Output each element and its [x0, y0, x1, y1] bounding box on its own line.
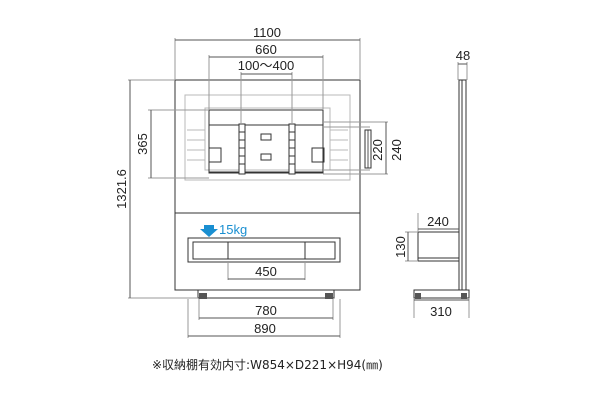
base-foot-right	[325, 293, 333, 299]
dim-base-outer: 890	[254, 321, 276, 336]
dim-shelf-depth: 240	[427, 214, 449, 229]
dim-shelf-height: 130	[393, 236, 408, 258]
storage-inner-dimensions-note: ※収納棚有効内寸:W854×D221×H94(㎜)	[152, 358, 383, 372]
mount-left-tab	[208, 147, 222, 163]
stand-base	[197, 289, 335, 299]
shelf-inner	[192, 241, 336, 260]
dim-base-depth: 310	[430, 304, 452, 319]
base-foot-left	[199, 293, 207, 299]
side-shelf	[417, 231, 460, 262]
arrow-down-icon	[200, 225, 218, 237]
dim-height-total: 1321.6	[114, 169, 129, 209]
tv-outline-outer	[184, 94, 351, 181]
mount-plate-inner	[208, 109, 324, 173]
dim-base-inner: 780	[255, 303, 277, 318]
dim-vesa-h2: 240	[389, 139, 404, 161]
dim-mount-height: 365	[135, 133, 150, 155]
dim-vesa-h1: 220	[370, 139, 385, 161]
tv-guide-lines	[187, 129, 348, 161]
storage-shelf	[187, 237, 341, 263]
side-base	[413, 289, 470, 299]
side-foot-left	[415, 293, 421, 299]
side-foot-right	[461, 293, 467, 299]
dim-shelf-width: 450	[255, 264, 277, 279]
tv-outline-inner	[204, 107, 331, 171]
dim-vesa-range: 100〜400	[238, 58, 294, 73]
mount-bracket-ticks	[239, 131, 295, 165]
mount-plate	[208, 124, 324, 174]
dim-width-mount: 660	[255, 42, 277, 57]
mount-center-slot-bottom	[260, 153, 272, 161]
side-view: 48 220 240 240 130 310	[323, 48, 470, 319]
mount-center-slot-top	[260, 133, 272, 141]
dim-thickness: 48	[456, 48, 470, 63]
mount-bracket-left	[238, 123, 246, 175]
front-view: 1100 660 100〜400 1321.6 365 15kg 450	[114, 25, 361, 338]
dim-width-total: 1100	[253, 25, 281, 40]
shelf-weight-limit: 15kg	[219, 222, 247, 237]
dim-box-220	[364, 129, 372, 169]
mount-right-tab	[311, 147, 325, 163]
